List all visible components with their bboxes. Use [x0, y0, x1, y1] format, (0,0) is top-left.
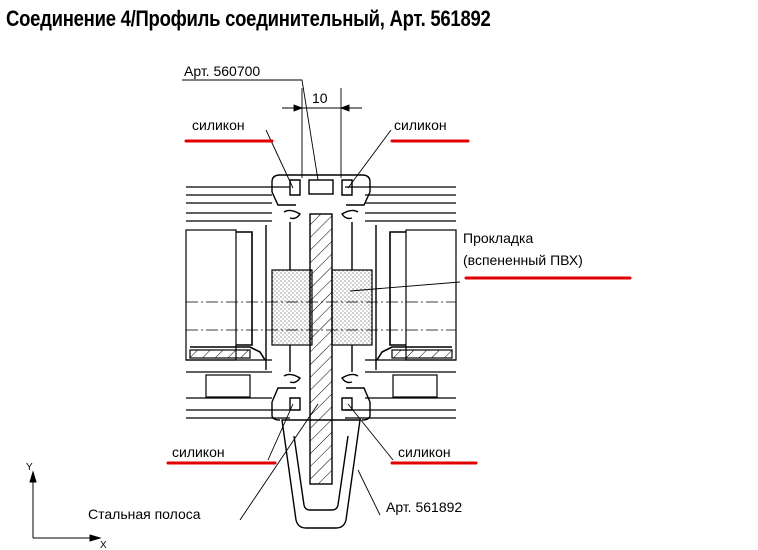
label-silicone-top-left: силикон: [192, 117, 245, 133]
steel-strip: [309, 213, 333, 485]
label-silicone-bottom-right: силикон: [398, 444, 451, 460]
dimension-10: [282, 88, 362, 178]
page-title: Соединение 4/Профиль соединительный, Арт…: [6, 6, 491, 31]
axis-y-label: Y: [26, 462, 33, 473]
label-art-560700: Арт. 560700: [184, 63, 260, 79]
label-silicone-top-right: силикон: [394, 117, 447, 133]
highlight-underlines: [166, 139, 632, 465]
label-gasket-line1: Прокладка: [463, 230, 533, 246]
bottom-profile: [281, 419, 361, 529]
connector-profile: [265, 174, 377, 421]
right-panel: [345, 186, 457, 419]
label-art-561892: Арт. 561892: [386, 499, 462, 515]
axis-x-label: X: [100, 540, 107, 550]
label-gasket-line2: (вспененный ПВХ): [463, 252, 583, 268]
foam-gasket: [271, 269, 373, 346]
label-dimension: 10: [312, 90, 328, 106]
left-panel: [185, 186, 290, 419]
label-steel-strip: Стальная полоса: [88, 506, 201, 522]
label-silicone-bottom-left: силикон: [172, 444, 225, 460]
axis-indicator: [29, 470, 102, 542]
